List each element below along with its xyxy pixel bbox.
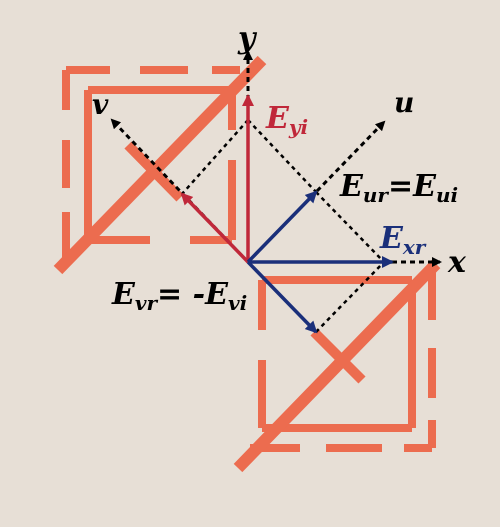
upper-left-outer-dashed-square: [62, 66, 240, 258]
e-xr-label: Exr: [379, 221, 427, 259]
v-axis: [110, 118, 250, 264]
projection-lines: [181, 119, 385, 333]
lower-right-crossbar: [310, 328, 366, 384]
e-vr-vector: [246, 260, 318, 334]
v-axis-label: v: [92, 88, 109, 121]
upper-left-cell: [53, 55, 267, 275]
e-ur-equals-e-ui-label: Eur=Eui: [339, 169, 458, 207]
upper-left-diagonal: [53, 55, 267, 275]
lower-right-cell: [233, 259, 441, 473]
upper-left-crossbar: [124, 141, 184, 202]
e-ur-vector: [246, 190, 318, 264]
u-axis: [246, 120, 386, 264]
u-axis-label: u: [394, 86, 414, 119]
e-yi-label: Eyi: [265, 101, 308, 139]
field-vectors: [180, 94, 394, 334]
lower-right-diagonal: [233, 259, 441, 473]
lower-right-outer-dashed-square: [250, 270, 436, 452]
e-vi-vector: [180, 192, 250, 264]
lower-right-inner-square: [258, 276, 416, 432]
x-axis-label: x: [447, 245, 467, 280]
y-axis-label: y: [237, 21, 258, 56]
e-vr-equals-minus-e-vi-label: Evr= -Evi: [111, 277, 247, 315]
